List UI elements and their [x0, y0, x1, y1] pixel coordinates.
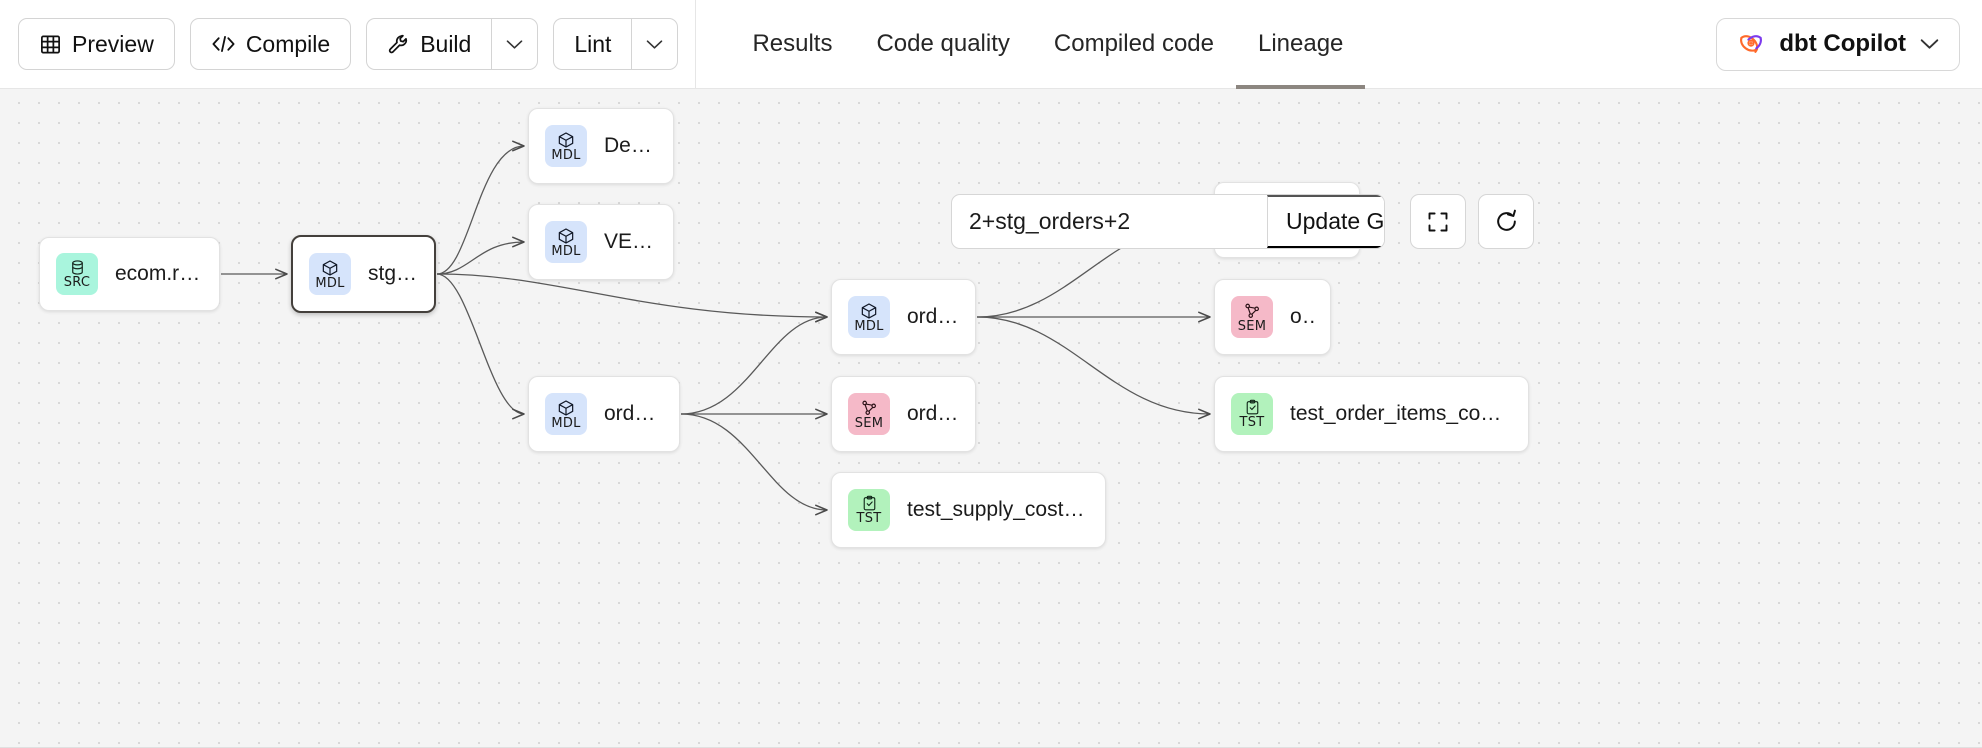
chevron-down-icon	[1920, 38, 1939, 50]
fullscreen-icon	[1426, 210, 1450, 234]
graph-selector-group: Update Graph	[951, 194, 1385, 249]
chevron-down-icon	[506, 39, 523, 50]
lineage-canvas[interactable]: SRC ecom.raw_orders MDL stg_orders	[0, 89, 1982, 748]
clipboard-check-icon	[861, 495, 878, 512]
build-label: Build	[420, 30, 472, 57]
mdl-badge: MDL	[848, 296, 890, 338]
build-dropdown-button[interactable]	[491, 18, 539, 70]
badge-label: MDL	[551, 415, 581, 431]
badge-label: SRC	[63, 275, 91, 290]
lint-dropdown-button[interactable]	[631, 18, 679, 70]
lint-split-button: Lint	[553, 18, 679, 70]
fullscreen-button[interactable]	[1410, 194, 1466, 249]
mdl-badge: MDL	[309, 253, 351, 295]
tst-badge: TST	[1231, 393, 1273, 435]
lineage-node-orders-semantic[interactable]: SEM orders	[1214, 279, 1331, 355]
badge-label: TST	[1239, 415, 1265, 430]
src-badge: SRC	[56, 253, 98, 295]
badge-label: MDL	[854, 318, 884, 334]
tab-label: Code quality	[876, 30, 1010, 57]
copilot-area: dbt Copilot	[1716, 17, 1982, 71]
node-label: stg_orders	[368, 262, 420, 285]
node-label: ecom.raw_orders	[115, 262, 205, 285]
lineage-node-test-order-items[interactable]: TST test_order_items_compute_to_bools_c…	[1214, 376, 1529, 452]
node-label: order_item	[907, 402, 961, 425]
toolbar-divider	[695, 0, 697, 89]
node-label: Demo	[604, 134, 659, 157]
lineage-node-ve-demo[interactable]: MDL VE_Demo	[528, 204, 674, 280]
tab-compiled-code[interactable]: Compiled code	[1032, 0, 1236, 89]
table-icon	[39, 33, 62, 56]
update-graph-button[interactable]: Update Graph	[1267, 195, 1384, 248]
dbt-selector-input[interactable]	[952, 195, 1267, 248]
top-toolbar: Preview Compile	[0, 0, 1982, 89]
chevron-down-icon	[646, 39, 663, 50]
refresh-button[interactable]	[1478, 194, 1534, 249]
tab-lineage[interactable]: Lineage	[1235, 0, 1366, 89]
copilot-label: dbt Copilot	[1779, 30, 1906, 57]
dbt-copilot-icon	[1737, 30, 1765, 58]
sem-badge: SEM	[1231, 296, 1273, 338]
badge-label: SEM	[854, 415, 884, 431]
database-icon	[69, 259, 86, 276]
node-label: VE_Demo	[604, 230, 659, 253]
preview-label: Preview	[72, 30, 154, 57]
tab-label: Lineage	[1257, 30, 1344, 57]
mdl-badge: MDL	[545, 393, 587, 435]
lint-button[interactable]: Lint	[553, 18, 632, 70]
tab-label: Results	[752, 30, 833, 57]
mdl-badge: MDL	[545, 125, 587, 167]
semantic-icon	[860, 399, 878, 417]
tab-bar: Results Code quality Compiled code Linea…	[730, 0, 1366, 89]
refresh-icon	[1494, 209, 1519, 234]
cube-icon	[860, 302, 878, 320]
badge-label: MDL	[315, 275, 345, 291]
tab-results[interactable]: Results	[730, 0, 854, 89]
lineage-node-demo[interactable]: MDL Demo	[528, 108, 674, 184]
node-label: orders	[1290, 305, 1316, 328]
node-label: orders	[907, 305, 961, 328]
tst-badge: TST	[848, 489, 890, 531]
sem-badge: SEM	[848, 393, 890, 435]
badge-label: SEM	[1237, 318, 1267, 334]
lineage-node-test-supply-costs[interactable]: TST test_supply_costs_sum_correctly	[831, 472, 1106, 548]
wrench-icon	[387, 33, 410, 56]
badge-label: TST	[856, 511, 882, 526]
lineage-node-order-item-semantic[interactable]: SEM order_item	[831, 376, 976, 452]
lineage-node-stg-orders[interactable]: MDL stg_orders	[291, 235, 436, 313]
tab-code-quality[interactable]: Code quality	[854, 0, 1031, 89]
lineage-edges	[221, 140, 1211, 516]
cube-icon	[557, 227, 575, 245]
code-brackets-icon	[211, 33, 236, 55]
semantic-icon	[1243, 302, 1261, 320]
cube-icon	[321, 259, 339, 277]
compile-button[interactable]: Compile	[189, 18, 352, 70]
dbt-copilot-button[interactable]: dbt Copilot	[1716, 17, 1960, 71]
cube-icon	[557, 399, 575, 417]
badge-label: MDL	[551, 147, 581, 163]
cube-icon	[557, 131, 575, 149]
lineage-node-raw-orders[interactable]: SRC ecom.raw_orders	[39, 237, 220, 311]
mdl-badge: MDL	[545, 221, 587, 263]
build-button[interactable]: Build	[366, 18, 492, 70]
compile-label: Compile	[245, 30, 331, 57]
lineage-node-order-items[interactable]: MDL order_items	[528, 376, 680, 452]
lint-label: Lint	[574, 30, 612, 57]
lineage-node-orders-model[interactable]: MDL orders	[831, 279, 976, 355]
tab-label: Compiled code	[1053, 30, 1214, 57]
node-label: test_order_items_compute_to_bools_c…	[1290, 402, 1514, 425]
badge-label: MDL	[551, 243, 581, 259]
clipboard-check-icon	[1244, 399, 1261, 416]
toolbar-actions: Preview Compile	[0, 0, 679, 88]
build-split-button: Build	[366, 18, 539, 70]
preview-button[interactable]: Preview	[18, 18, 175, 70]
node-label: test_supply_costs_sum_correctly	[907, 498, 1091, 521]
node-label: order_items	[604, 402, 665, 425]
